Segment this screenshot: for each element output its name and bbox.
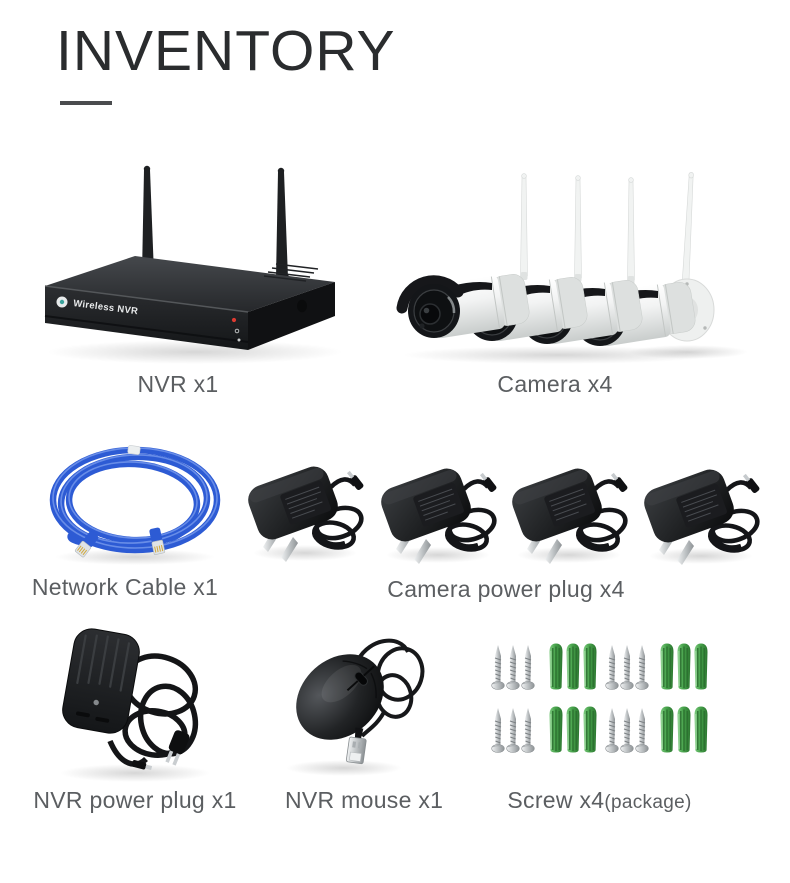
cameras-image xyxy=(388,171,748,364)
screw-label-main: Screw x4 xyxy=(507,787,605,813)
item-label-screw: Screw x4(package) xyxy=(492,787,707,814)
item-label-camera: Camera x4 xyxy=(497,371,613,397)
nvr-power-plug-image xyxy=(60,628,210,782)
nvr-mouse-image xyxy=(286,638,425,776)
item-label-network-cable: Network Cable x1 xyxy=(31,574,219,600)
item-label-nvr: NVR x1 xyxy=(137,371,219,397)
page-title: INVENTORY xyxy=(56,19,396,83)
item-label-nvr-mouse: NVR mouse x1 xyxy=(285,787,444,813)
item-label-nvr-power-plug: NVR power plug x1 xyxy=(33,787,237,813)
title-underline xyxy=(60,101,112,105)
item-label-camera-power-plug: Camera power plug x4 xyxy=(387,576,625,602)
screw-label-suffix: (package) xyxy=(604,792,692,813)
nvr-image: Wireless NVR xyxy=(44,165,343,364)
screws-image xyxy=(491,642,709,754)
camera-power-plugs-image xyxy=(240,445,775,570)
network-cable-image xyxy=(49,445,221,565)
